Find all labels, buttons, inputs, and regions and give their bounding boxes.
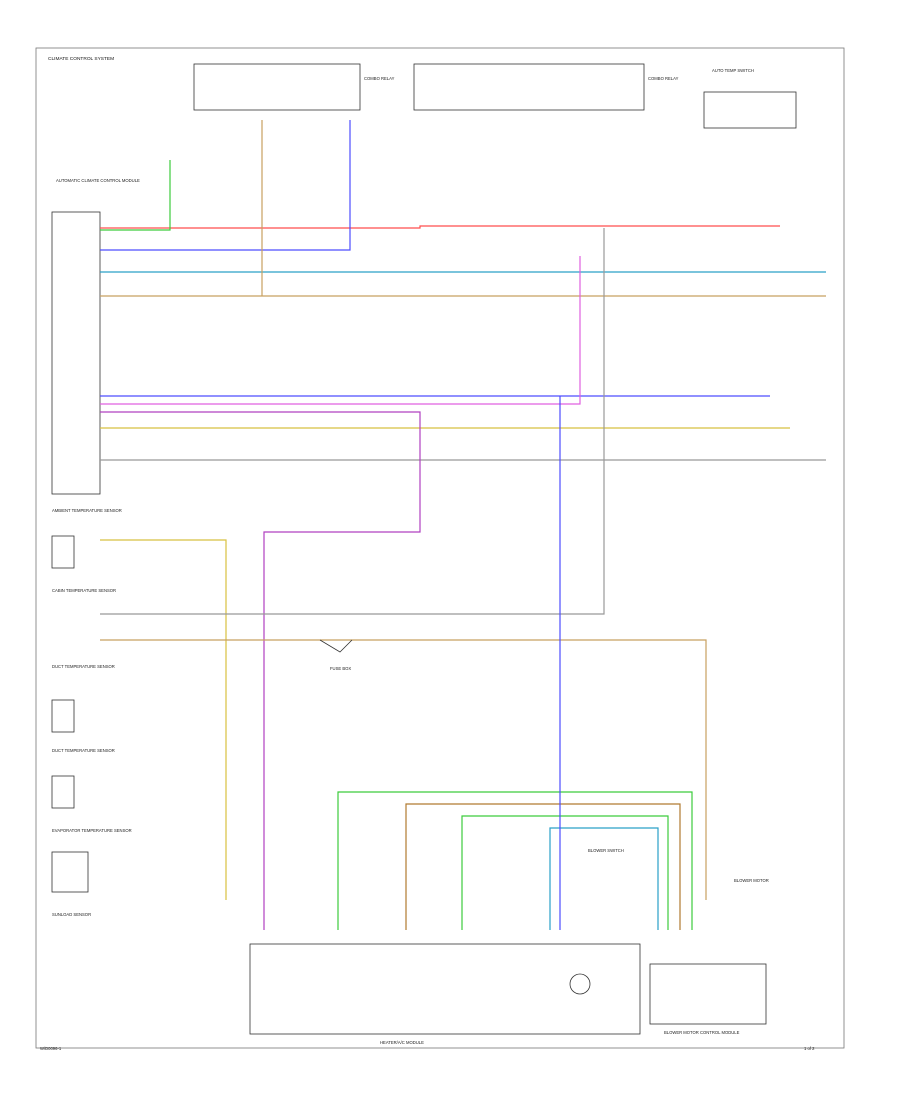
blower-motor-label: BLOWER MOTOR <box>734 878 769 883</box>
wire-brown-1 <box>405 803 681 930</box>
wire-pink-1 <box>100 256 581 405</box>
footer-sheet: 1 of 2 <box>804 1046 815 1051</box>
duct-sensor-2-label: DUCT TEMPERATURE SENSOR <box>52 748 115 753</box>
fuse-symbol <box>319 639 353 653</box>
ambient-sensor-box <box>51 535 75 569</box>
duct-sensor-1-label: DUCT TEMPERATURE SENSOR <box>52 664 115 669</box>
combo-relay-label-1: COMBO RELAY <box>364 76 395 81</box>
wire-layer <box>100 120 826 930</box>
wire-green-1 <box>100 160 171 231</box>
evaporator-sensor-box <box>51 851 89 893</box>
blower-control-label: BLOWER MOTOR CONTROL MODULE <box>664 1030 740 1035</box>
control-module-box <box>51 211 101 495</box>
wire-violet-1 <box>100 411 421 930</box>
combo-relay-box-2 <box>413 63 645 111</box>
wire-blue-2 <box>100 120 351 251</box>
autotemp-switch-label: AUTO TEMP SWITCH <box>712 68 754 73</box>
autotemp-switch-box <box>703 91 797 129</box>
wire-gray-2 <box>100 228 605 615</box>
bottom-unit-box <box>249 943 641 1035</box>
ambient-sensor-label: AMBIENT TEMPERATURE SENSOR <box>52 508 122 513</box>
cabin-sensor-label: CABIN TEMPERATURE SENSOR <box>52 588 116 593</box>
wire-yellow-2 <box>100 539 227 900</box>
duct-sensor-2-box <box>51 775 75 809</box>
blower-control-box <box>649 963 767 1025</box>
blower-switch-label: BLOWER SWITCH <box>588 848 624 853</box>
diagram-frame <box>35 47 845 1049</box>
wire-light-blue-2 <box>549 827 659 930</box>
fuse-label: FUSE BOX <box>330 666 351 671</box>
wire-red-1 <box>100 225 780 229</box>
top-left-header: CLIMATE CONTROL SYSTEM <box>48 56 114 62</box>
wire-tan-3 <box>100 639 707 900</box>
footer-code: W/D0096-1 <box>40 1046 62 1051</box>
bottom-unit-label: HEATER/A/C MODULE <box>380 1040 424 1045</box>
blower-motor-symbol <box>569 973 591 995</box>
wire-green-2 <box>337 791 693 930</box>
duct-sensor-1-box <box>51 699 75 733</box>
sunload-sensor-label: SUNLOAD SENSOR <box>52 912 91 917</box>
control-module-label: AUTOMATIC CLIMATE CONTROL MODULE <box>56 178 140 183</box>
combo-relay-box-1 <box>193 63 361 111</box>
wire-green-3 <box>461 815 669 930</box>
evaporator-sensor-label: EVAPORATOR TEMPERATURE SENSOR <box>52 828 132 833</box>
combo-relay-label-2: COMBO RELAY <box>648 76 679 81</box>
